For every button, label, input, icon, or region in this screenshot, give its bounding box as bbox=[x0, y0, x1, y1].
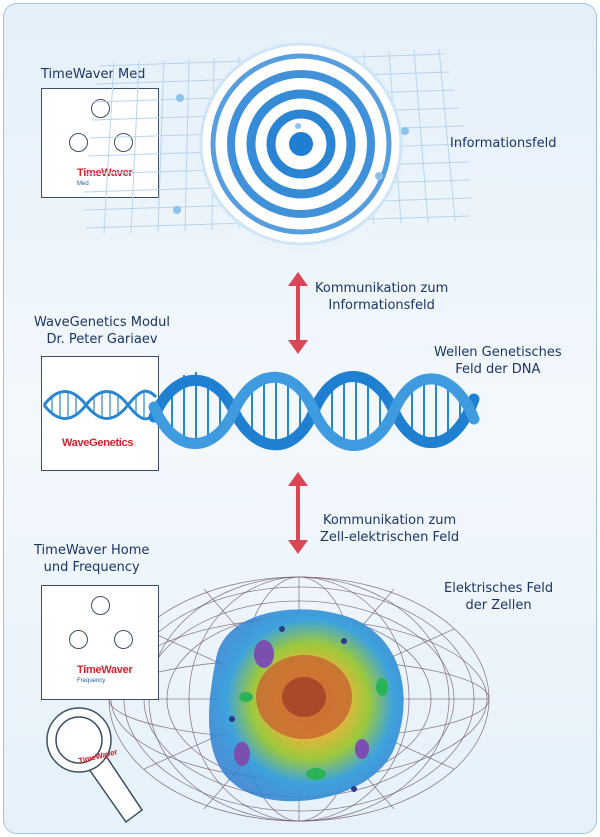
electric-field-mesh bbox=[108, 576, 490, 822]
double-arrow-icon bbox=[288, 472, 308, 554]
device-port bbox=[69, 630, 88, 649]
timewaver-med-device: TimeWaver Med bbox=[41, 88, 159, 198]
device-port bbox=[91, 99, 110, 118]
timewaver-home-title: TimeWaver Home und Frequency bbox=[34, 543, 150, 575]
probe-device-icon bbox=[46, 707, 144, 824]
information-grid bbox=[83, 29, 473, 259]
device-port bbox=[91, 596, 110, 615]
timewaver-home-device: TimeWaver Frequency bbox=[41, 585, 159, 700]
communication-information-label: Kommunikation zum Informationsfeld bbox=[315, 281, 449, 313]
logo-subtitle: Med bbox=[77, 181, 89, 187]
communication-cell-label: Kommunikation zum Zell-elektrischen Feld bbox=[320, 513, 460, 545]
timewaver-logo: TimeWaver bbox=[77, 664, 133, 676]
mini-dna-icon bbox=[42, 389, 158, 421]
genetic-field-label: Wellen Genetisches Feld der DNA bbox=[434, 345, 562, 377]
cell-field-label: Elektrisches Feld der Zellen bbox=[444, 581, 554, 613]
information-field-label: Informationsfeld bbox=[450, 136, 557, 151]
double-arrow-icon bbox=[288, 272, 308, 354]
wavegenetics-title: WaveGenetics Modul Dr. Peter Gariaev bbox=[34, 315, 171, 347]
wavegenetics-device: WaveGenetics bbox=[41, 356, 159, 471]
logo-subtitle: Frequency bbox=[77, 678, 106, 684]
device-port bbox=[114, 630, 133, 649]
wavegenetics-logo: WaveGenetics bbox=[62, 437, 134, 449]
dna-helix bbox=[148, 371, 480, 451]
device-port bbox=[114, 133, 133, 152]
diagram-frame: TimeWaver Med TimeWaver Med bbox=[3, 3, 597, 834]
device-port bbox=[69, 133, 88, 152]
